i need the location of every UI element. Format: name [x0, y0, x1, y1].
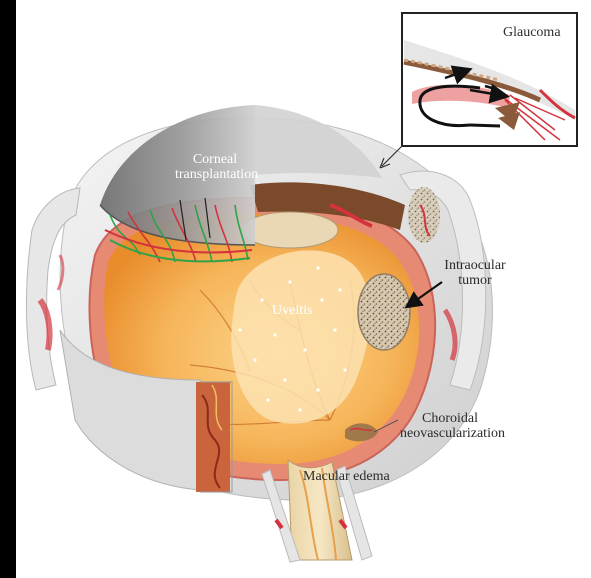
choroidal-label-line1: Choroidal [400, 411, 500, 426]
tumor-label-line2: tumor [440, 273, 510, 288]
macular-edema-label: Macular edema [303, 469, 390, 484]
corneal-label-line1: Corneal [175, 152, 255, 167]
choroidal-label-line2: neovascularization [400, 426, 500, 441]
glaucoma-label: Glaucoma [503, 25, 561, 40]
uveitis-label: Uveitis [272, 303, 312, 318]
intraocular-tumor-label: Intraocular tumor [440, 258, 510, 288]
corneal-label-line2: transplantation [175, 167, 255, 182]
corneal-transplantation-label: Corneal transplantation [175, 152, 255, 182]
tumor-label-line1: Intraocular [440, 258, 510, 273]
choroidal-neovascularization-label: Choroidal neovascularization [400, 411, 500, 441]
